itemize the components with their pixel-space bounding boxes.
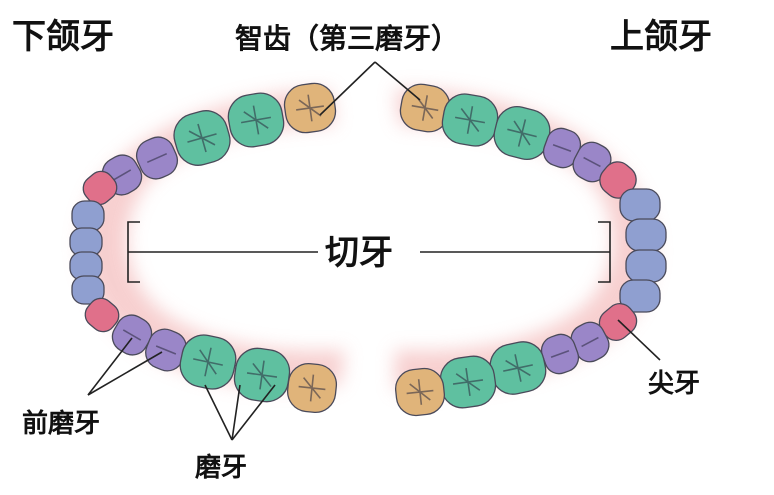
- molar-label: 磨牙: [195, 453, 247, 483]
- left-incisor-4: [71, 275, 105, 305]
- right-incisor-1: [619, 188, 661, 222]
- left-canine-lower: [84, 297, 120, 333]
- right-wisdom-upper: [399, 83, 451, 133]
- right-premolar-upper-1: [542, 127, 582, 169]
- left-molar-lower-2: [233, 347, 291, 403]
- canine-label: 尖牙: [648, 369, 700, 399]
- lower-jaw-label: 下颌牙: [12, 17, 114, 57]
- premolar-line-2: [87, 351, 163, 396]
- left-wisdom-lower: [286, 362, 338, 414]
- right-incisor-2: [625, 218, 667, 252]
- left-molar-upper-2: [227, 92, 285, 148]
- left-molar-upper-1: [173, 110, 231, 166]
- wisdom-line-right: [374, 61, 421, 101]
- canine-line: [617, 319, 661, 361]
- left-premolar-upper-2: [135, 136, 179, 180]
- right-molar-lower-2: [439, 355, 497, 409]
- leader-lines: [87, 61, 661, 441]
- premolar-label: 前磨牙: [22, 408, 100, 439]
- molar-line-3: [231, 384, 276, 441]
- upper-jaw-label: 上颌牙: [610, 17, 712, 57]
- molar-line-2: [231, 384, 241, 441]
- left-wisdom-upper: [283, 82, 337, 134]
- incisor-label: 切牙: [325, 233, 393, 273]
- right-incisor-4: [619, 279, 661, 313]
- left-canine-upper: [82, 170, 118, 206]
- left-incisor-1: [71, 200, 105, 232]
- left-molar-lower-1: [179, 334, 237, 390]
- molar-line-1: [204, 384, 233, 441]
- right-molar-lower-1: [489, 341, 547, 395]
- premolar-line-1: [87, 337, 133, 396]
- right-incisor-3: [625, 249, 667, 283]
- teeth-group: [69, 82, 667, 417]
- right-wisdom-lower: [394, 367, 446, 417]
- wisdom-tooth-label: 智齿（第三磨牙）: [235, 22, 459, 55]
- wisdom-line-left: [319, 61, 376, 116]
- right-molar-upper-1: [441, 93, 499, 147]
- right-molar-upper-2: [493, 106, 551, 160]
